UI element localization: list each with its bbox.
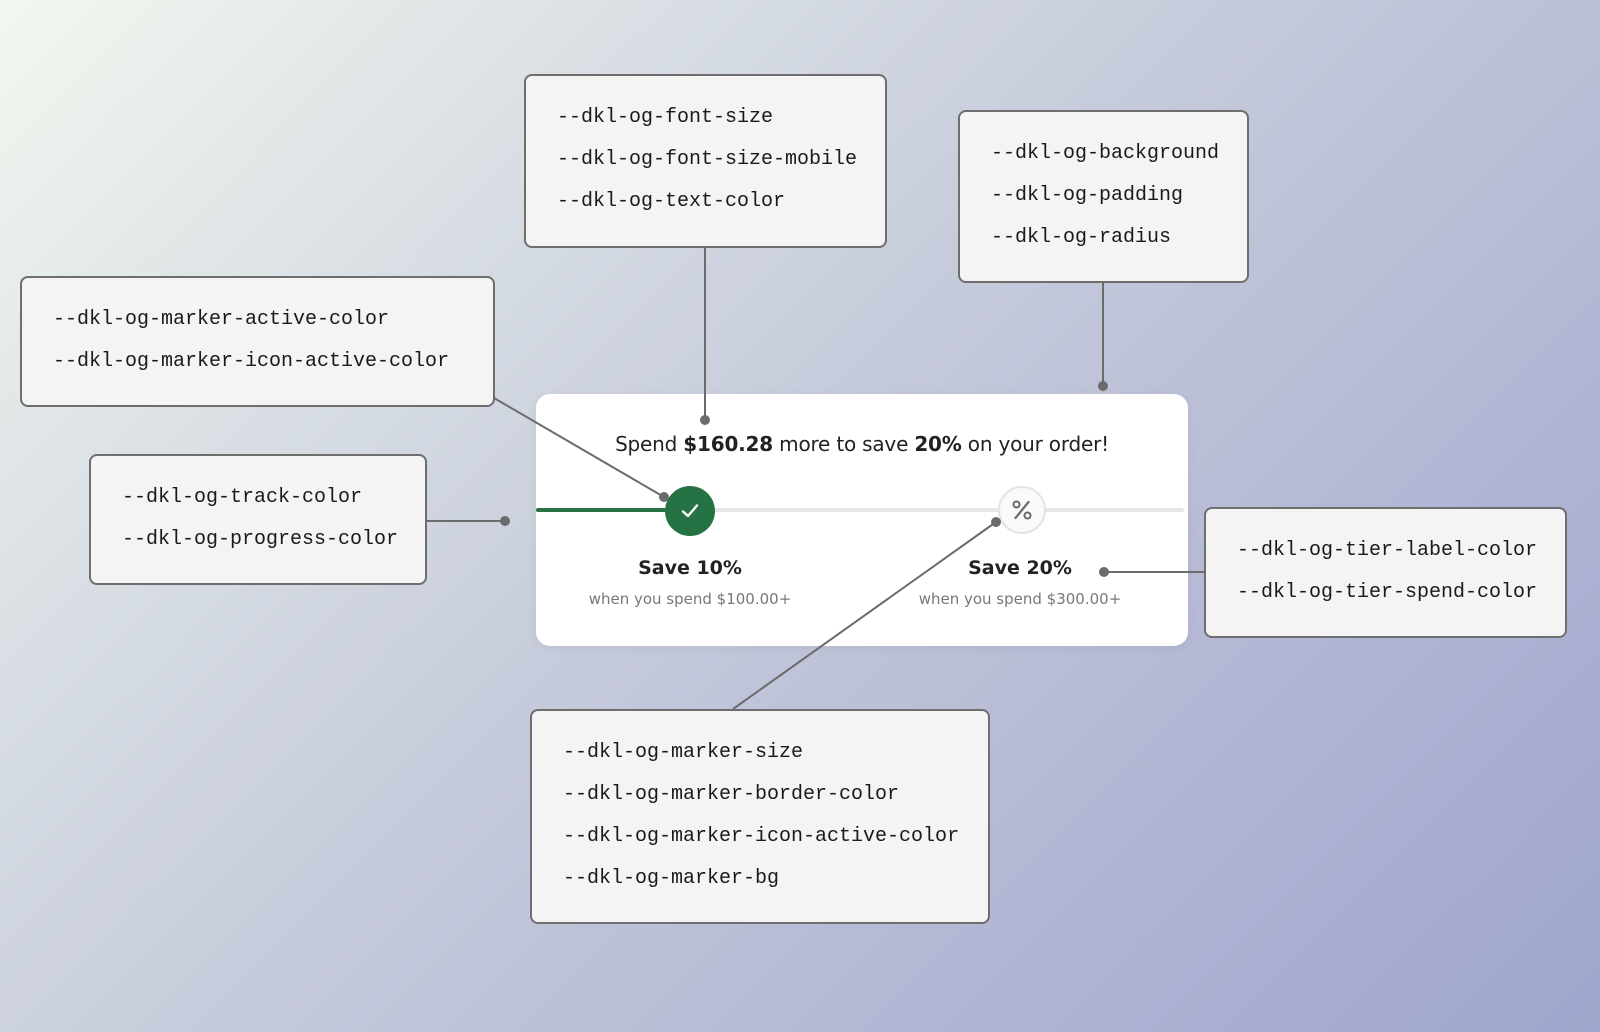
callout-text-vars: --dkl-og-font-size --dkl-og-font-size-mo… bbox=[524, 74, 887, 248]
tier-spend: when you spend $300.00+ bbox=[918, 590, 1122, 608]
connector-dot bbox=[500, 516, 510, 526]
callout-line: --dkl-og-marker-active-color bbox=[53, 308, 390, 331]
tier-spend: when you spend $100.00+ bbox=[588, 590, 792, 608]
headline-discount: 20% bbox=[914, 432, 962, 456]
callout-line: --dkl-og-background bbox=[991, 142, 1220, 165]
headline-suffix: on your order! bbox=[961, 432, 1109, 456]
callout-line: --dkl-og-font-size-mobile bbox=[557, 148, 858, 171]
tier-label: Save 10% bbox=[638, 557, 742, 579]
check-icon bbox=[681, 504, 699, 518]
callout-line: --dkl-og-tier-spend-color bbox=[1237, 581, 1538, 604]
tier-marker-active bbox=[665, 486, 715, 536]
callout-line: --dkl-og-marker-icon-active-color bbox=[563, 825, 960, 848]
callout-line: --dkl-og-marker-border-color bbox=[563, 783, 900, 806]
headline-prefix: Spend bbox=[615, 432, 684, 456]
progress-track bbox=[536, 508, 1184, 512]
headline: Spend $160.28 more to save 20% on your o… bbox=[536, 432, 1188, 456]
callout-line: --dkl-og-font-size bbox=[557, 106, 774, 129]
callout-line: --dkl-og-marker-size bbox=[563, 741, 804, 764]
connector-dot bbox=[1098, 381, 1108, 391]
callout-line: --dkl-og-marker-icon-active-color bbox=[53, 350, 450, 373]
tier-label: Save 20% bbox=[968, 557, 1072, 579]
tier-2: Save 20% when you spend $300.00+ bbox=[890, 557, 1150, 608]
callout-line: --dkl-og-track-color bbox=[122, 486, 363, 509]
headline-amount: $160.28 bbox=[683, 432, 773, 456]
progress-fill bbox=[536, 508, 666, 512]
callout-line: --dkl-og-radius bbox=[991, 226, 1172, 249]
order-goal-widget: Spend $160.28 more to save 20% on your o… bbox=[536, 394, 1188, 646]
percent-icon bbox=[1012, 500, 1032, 520]
headline-middle: more to save bbox=[773, 432, 915, 456]
callout-tier-vars: --dkl-og-tier-label-color --dkl-og-tier-… bbox=[1204, 507, 1567, 638]
callout-line: --dkl-og-marker-bg bbox=[563, 867, 780, 890]
tier-marker-pending bbox=[998, 486, 1046, 534]
tier-1: Save 10% when you spend $100.00+ bbox=[560, 557, 820, 608]
callout-line: --dkl-og-tier-label-color bbox=[1237, 539, 1538, 562]
callout-line: --dkl-og-padding bbox=[991, 184, 1184, 207]
callout-line: --dkl-og-text-color bbox=[557, 190, 786, 213]
callout-container-vars: --dkl-og-background --dkl-og-padding --d… bbox=[958, 110, 1249, 283]
callout-marker-active-vars: --dkl-og-marker-active-color --dkl-og-ma… bbox=[20, 276, 495, 407]
callout-line: --dkl-og-progress-color bbox=[122, 528, 399, 551]
callout-marker-vars: --dkl-og-marker-size --dkl-og-marker-bor… bbox=[530, 709, 990, 924]
callout-track-vars: --dkl-og-track-color --dkl-og-progress-c… bbox=[89, 454, 427, 585]
